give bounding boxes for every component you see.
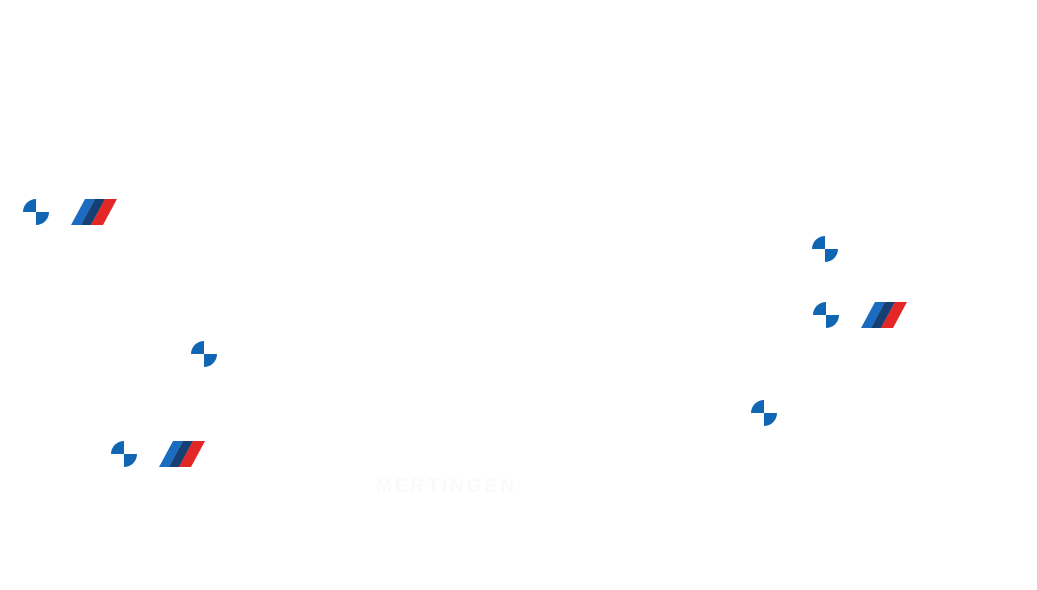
place-label-mertingen: MERTINGEN	[376, 476, 517, 497]
m-stripes-icon	[861, 302, 907, 328]
bmw-logo-icon	[111, 441, 137, 467]
bmw-logo-icon	[813, 302, 839, 328]
bmw-logo-icon	[812, 236, 838, 262]
m-stripes-icon	[71, 199, 117, 225]
bmw-logo-icon	[23, 199, 49, 225]
bmw-logo-icon	[191, 341, 217, 367]
bmw-logo-icon	[751, 400, 777, 426]
m-stripes-icon	[159, 441, 205, 467]
